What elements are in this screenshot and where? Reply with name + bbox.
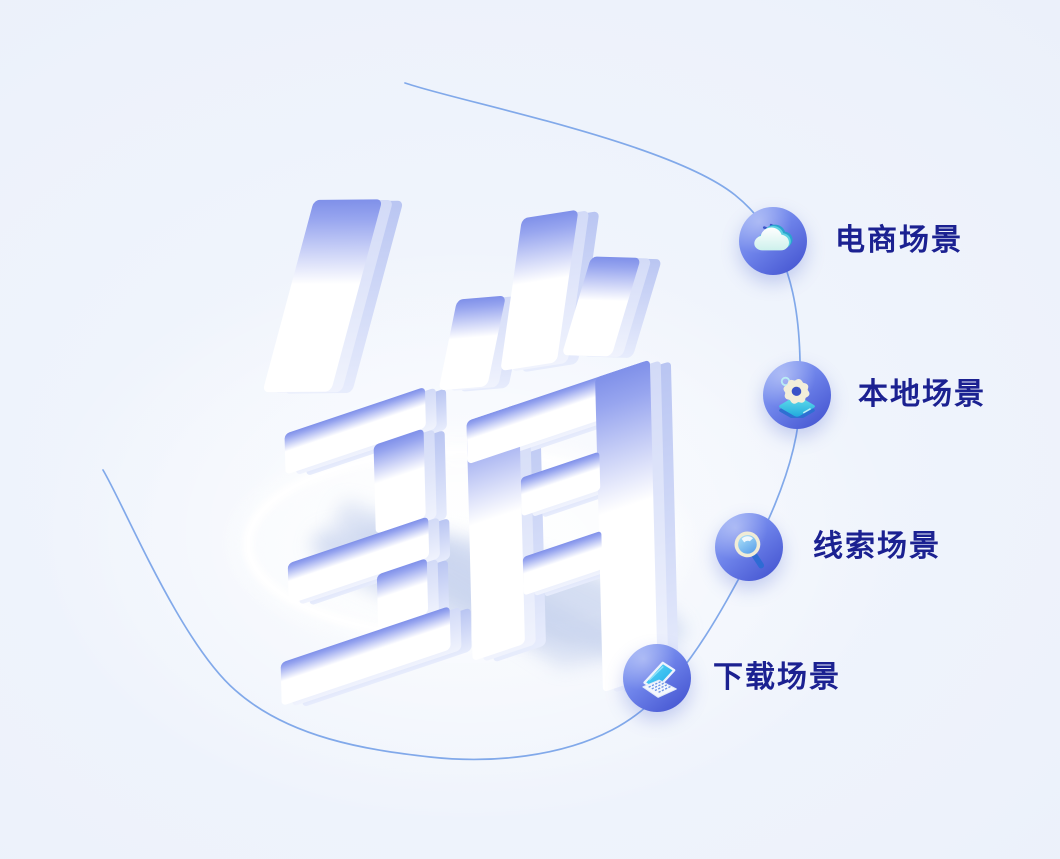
scenario-badge-ecommerce xyxy=(739,207,807,275)
sales-character-3d-art xyxy=(258,89,679,805)
gear-icon xyxy=(779,376,815,418)
scenario-badge-leads xyxy=(715,513,783,581)
laptop-icon xyxy=(642,661,677,698)
scenario-item-ecommerce: 电商场景 xyxy=(739,207,963,275)
scenario-label: 线索场景 xyxy=(813,529,941,564)
orbit-arc-line xyxy=(102,82,802,761)
magnifier-icon xyxy=(734,531,765,569)
scenario-label: 本地场景 xyxy=(858,377,986,412)
scenario-item-local: 本地场景 xyxy=(763,361,986,429)
scenario-label: 电商场景 xyxy=(835,223,963,258)
scenario-badge-download xyxy=(623,644,691,712)
scenario-item-leads: 线索场景 xyxy=(715,513,941,581)
scenario-item-download: 下载场景 xyxy=(623,644,841,712)
scenario-badge-local xyxy=(763,361,831,429)
scenario-label: 下载场景 xyxy=(713,660,841,695)
cloud-icon xyxy=(754,223,793,251)
